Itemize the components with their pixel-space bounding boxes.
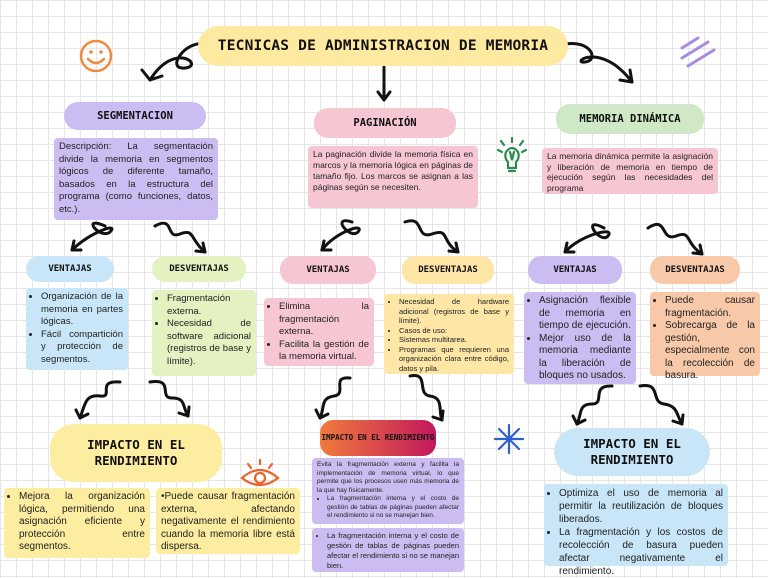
paginacion-impacto-heading: IMPACTO EN EL RENDIMIENTO [320, 420, 436, 456]
dinamica-description: La memoria dinámica permite la asignació… [542, 148, 718, 194]
smiley-icon [79, 39, 113, 73]
paginacion-ventajas-box: Elimina la fragmentación externa. Facili… [264, 298, 374, 366]
paginacion-desventajas-box: Necesidad de hardware adicional (registr… [384, 294, 514, 374]
list-item: Sistemas multitarea. [399, 335, 509, 345]
list-item: Casos de uso: [399, 326, 509, 336]
dinamica-ventajas-box: Asignación flexible de memoria en tiempo… [524, 292, 636, 384]
list-item: Optimiza el uso de memoria al permitir l… [559, 487, 723, 526]
list-item: Necesidad de hardware adicional (registr… [399, 297, 509, 326]
segmentacion-ventajas-box: Organización de la memoria en partes lóg… [26, 288, 128, 370]
dinamica-heading: MEMORIA DINÁMICA [556, 104, 704, 134]
list-item: Puede causar fragmentación. [665, 295, 755, 320]
list-item: Organización de la memoria en partes lóg… [41, 291, 123, 329]
paginacion-impacto-box: Evita la fragmentación externa y facilit… [312, 458, 464, 524]
list-item: Mejor uso de la memoria mediante la libe… [539, 333, 631, 383]
segmentacion-desventajas-box: Fragmentación externa. Necesidad de soft… [152, 290, 256, 376]
segmentacion-description: Descripción: La segmentación divide la m… [54, 138, 218, 220]
segmentacion-impacto-right: •Puede causar fragmentación externa, afe… [156, 488, 300, 554]
segmentacion-impacto-left: Mejora la organización lógica, permitien… [4, 488, 150, 558]
list-item: Necesidad de software adicional (registr… [167, 318, 251, 368]
dinamica-desventajas-box: Puede causar fragmentación. Sobrecarga d… [650, 292, 760, 381]
list-item: Asignación flexible de memoria en tiempo… [539, 295, 631, 333]
list-item: Fragmentación externa. [167, 293, 251, 318]
eye-icon [240, 458, 280, 487]
list-item: Sobrecarga de la gestión, especialmente … [665, 320, 755, 383]
list-item: Mejora la organización lógica, permitien… [19, 491, 145, 554]
dinamica-impacto-box: Optimiza el uso de memoria al permitir l… [544, 484, 728, 577]
segmentacion-impacto-heading: IMPACTO EN EL RENDIMIENTO [50, 424, 222, 482]
page-title: TECNICAS DE ADMINISTRACION DE MEMORIA [198, 26, 568, 66]
purple-strokes-icon [680, 36, 716, 68]
paginacion-impacto-intro: Evita la fragmentación externa y facilit… [317, 461, 459, 494]
segmentacion-ventajas-label: VENTAJAS [26, 256, 114, 282]
paginacion-impacto-bottom: La fragmentación interna y el costo de g… [312, 528, 464, 572]
list-item: Elimina la fragmentación externa. [279, 301, 369, 339]
segmentacion-heading: SEGMENTACION [64, 102, 206, 130]
list-item: La fragmentación y los costos de recolec… [559, 526, 723, 578]
list-item: La fragmentación interna y el costo de g… [327, 531, 459, 571]
paginacion-heading: PAGINACIÓN [314, 108, 456, 138]
paginacion-desventajas-label: DESVENTAJAS [402, 256, 494, 284]
dinamica-ventajas-label: VENTAJAS [528, 256, 622, 284]
paginacion-description: La paginación divide la memoria física e… [308, 146, 478, 208]
list-item: La fragmentación interna y el costo de g… [327, 495, 459, 521]
lightbulb-icon [496, 136, 528, 173]
sparkle-icon [493, 423, 525, 455]
list-item: Facilita la gestión de la memoria virtua… [279, 339, 369, 364]
dinamica-desventajas-label: DESVENTAJAS [650, 256, 740, 284]
list-item: Programas que requieren una organización… [399, 345, 509, 374]
paginacion-ventajas-label: VENTAJAS [280, 256, 376, 284]
list-item: Fácil compartición y protección de segme… [41, 329, 123, 367]
dinamica-impacto-heading: IMPACTO EN EL RENDIMIENTO [554, 428, 710, 476]
segmentacion-desventajas-label: DESVENTAJAS [152, 256, 246, 282]
